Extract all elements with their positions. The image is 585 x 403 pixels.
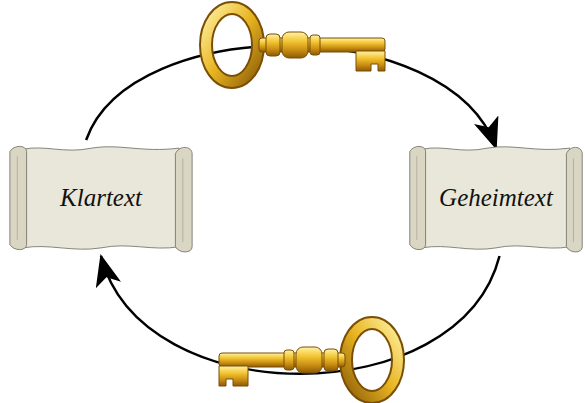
key-symbol (206, 8, 385, 82)
scroll-node: Geheimtext (408, 140, 584, 256)
node-label: Klartext (60, 184, 142, 212)
node-label: Geheimtext (439, 184, 553, 212)
key-symbol (219, 323, 398, 397)
arc-arrow (86, 46, 496, 148)
scroll-node: Klartext (8, 140, 194, 256)
